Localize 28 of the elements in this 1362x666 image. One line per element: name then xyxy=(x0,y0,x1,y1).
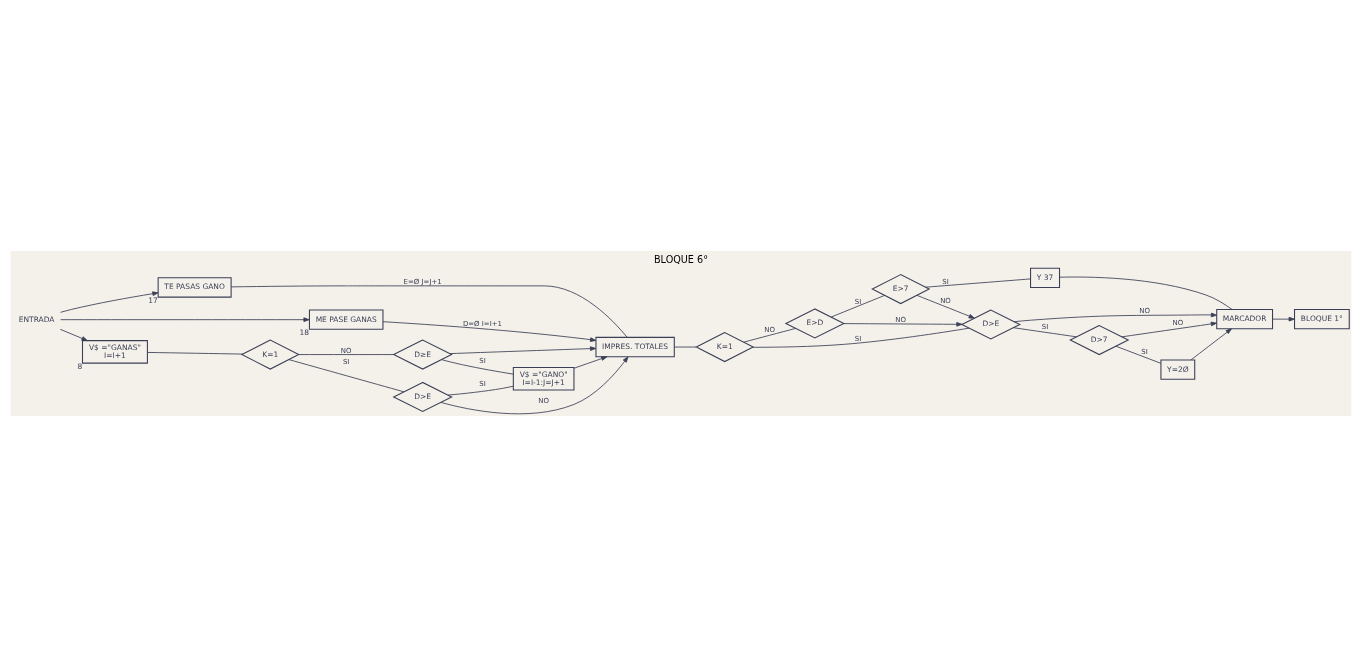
arrow xyxy=(382,320,597,342)
connector xyxy=(925,278,1031,288)
connector xyxy=(298,353,394,355)
arrow xyxy=(59,328,88,341)
connector xyxy=(830,294,885,317)
diagram-title: BLOQUE 6° xyxy=(654,253,708,265)
connector xyxy=(147,351,244,354)
arrow xyxy=(916,294,975,319)
connector xyxy=(1013,326,1077,337)
arrow xyxy=(573,355,608,369)
arrow xyxy=(449,345,597,354)
arrow xyxy=(843,321,963,327)
arrow xyxy=(440,355,629,414)
connector xyxy=(752,327,970,348)
arrow xyxy=(1121,321,1217,337)
arrow xyxy=(60,290,159,313)
connector xyxy=(1115,345,1162,364)
connector xyxy=(743,327,796,343)
arrow xyxy=(1190,327,1232,360)
connector xyxy=(230,284,628,338)
connector xyxy=(447,385,514,395)
connector xyxy=(441,358,514,375)
arrow xyxy=(1013,312,1218,322)
connector xyxy=(674,346,697,347)
connector xyxy=(1059,276,1233,310)
connector xyxy=(288,358,405,392)
arrow xyxy=(60,316,310,322)
arrow xyxy=(1272,316,1295,321)
